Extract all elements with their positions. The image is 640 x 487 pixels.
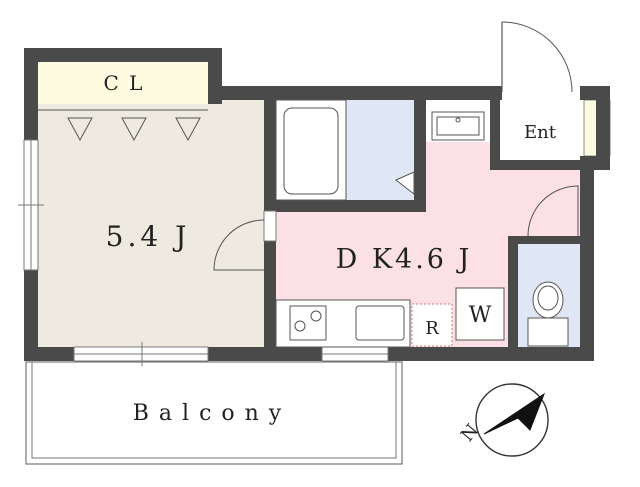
windows <box>23 139 389 362</box>
washbasin-drain <box>455 117 461 123</box>
toilet-fixture <box>527 281 569 347</box>
compass-needle-icon <box>483 392 546 435</box>
entrance-door-swing <box>501 21 573 93</box>
balcony-area <box>25 361 403 465</box>
room-door-gap <box>263 210 277 242</box>
room-door-swing <box>213 219 265 271</box>
balcony-label: Balcony <box>133 401 291 426</box>
refrigerator-label: R <box>425 318 439 339</box>
toilet-door-swing <box>527 185 579 237</box>
shower-fixture <box>395 171 415 196</box>
kitchen-sink <box>355 305 405 341</box>
western-room-floor <box>38 100 266 347</box>
entrance-label: Ent <box>524 122 557 143</box>
western-room-label: 5.4 J <box>106 220 191 253</box>
closet-hangers <box>38 109 208 142</box>
burner-2 <box>310 310 322 322</box>
entrance-door-gap <box>502 86 580 100</box>
closet-label: C L <box>104 71 145 95</box>
dining-kitchen-label: D K4.6 J <box>336 244 473 275</box>
bathtub-inner <box>283 107 339 195</box>
closet-floor <box>38 62 208 104</box>
refrigerator-space <box>411 303 453 347</box>
balcony-rail <box>31 361 397 459</box>
entrance-floor <box>500 100 584 160</box>
washer-label: W <box>469 303 492 328</box>
washbasin-bowl <box>436 116 480 136</box>
burner-1 <box>294 320 306 332</box>
washer-space <box>455 287 505 341</box>
walls <box>24 48 610 361</box>
compass: N <box>457 383 549 457</box>
